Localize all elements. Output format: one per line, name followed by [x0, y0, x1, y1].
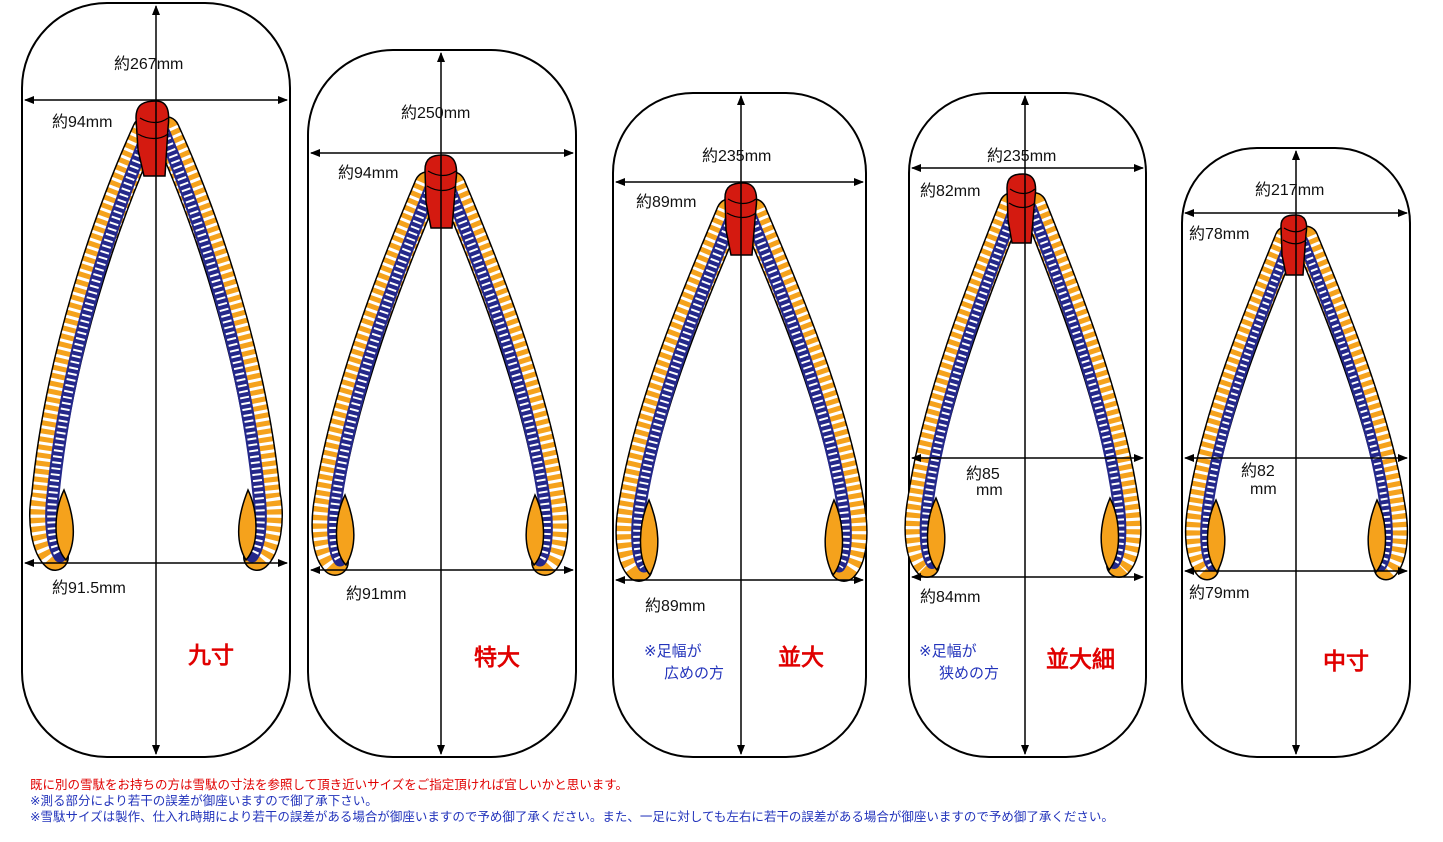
bottom-width-label: 約91.5mm — [52, 579, 126, 597]
hanao-strap — [29, 116, 283, 571]
note-third: ※雪駄サイズは製作、仕入れ時期により若干の誤差がある場合が御座いますので予め御了… — [30, 809, 1114, 824]
size-name: 中寸 — [1323, 649, 1369, 675]
length-label: 約217mm — [1255, 181, 1324, 199]
bottom-width-label: 約84mm — [920, 588, 980, 606]
narrow-foot-note-line1: ※足幅が — [919, 642, 977, 660]
top-width-label: 約78mm — [1189, 225, 1249, 243]
bottom-width-label: 約89mm — [645, 597, 705, 615]
sandal-namidai-hoso: 約235mm 約82mm 約85 mm 約84mm ※足幅が 狭めの方 並大細 — [904, 92, 1147, 758]
hanao-knot — [135, 100, 170, 177]
notes-block: 既に別の雪駄をお持ちの方は雪駄の寸法を参照して頂き近いサイズをご指定頂ければ宜し… — [30, 777, 1430, 825]
sandal-namidai: 約235mm 約89mm 約89mm ※足幅が 広めの方 並大 — [612, 92, 868, 758]
wide-foot-note-line2: 広めの方 — [664, 664, 724, 682]
top-width-label: 約94mm — [52, 113, 112, 131]
narrow-foot-note-line2: 狭めの方 — [939, 664, 999, 682]
hanao-knot — [1280, 214, 1308, 276]
note-first: 既に別の雪駄をお持ちの方は雪駄の寸法を参照して頂き近いサイズをご指定頂ければ宜し… — [30, 777, 629, 792]
bottom-width-label: 約91mm — [346, 585, 406, 603]
size-name: 特大 — [474, 645, 520, 671]
middle-width-label-line2: mm — [1250, 481, 1277, 498]
hanao-strap — [615, 198, 868, 582]
length-label: 約235mm — [987, 147, 1056, 165]
hanao-strap — [311, 171, 569, 576]
length-label: 約250mm — [401, 104, 470, 122]
length-label: 約235mm — [702, 147, 771, 165]
middle-width-label-line2: mm — [976, 482, 1003, 499]
length-label: 約267mm — [114, 55, 183, 73]
sandal-chusun: 約217mm 約78mm 約82 mm 約79mm 中寸 — [1181, 147, 1411, 758]
sandal-kyusun: 約267mm 約94mm 約91.5mm 九寸 — [21, 2, 291, 758]
hanao-strap — [904, 192, 1142, 578]
size-name: 並大 — [778, 644, 824, 671]
middle-width-label-line1: 約85 — [966, 465, 1000, 483]
top-width-label: 約89mm — [636, 193, 696, 211]
top-width-label: 約82mm — [920, 182, 980, 200]
sandal-tokudai: 約250mm 約94mm 約91mm 特大 — [307, 49, 577, 758]
hanao-knot — [1006, 173, 1037, 244]
size-name: 並大細 — [1046, 646, 1115, 673]
size-name: 九寸 — [187, 643, 234, 669]
note-second: ※測る部分により若干の誤差が御座いますので御了承下さい。 — [30, 793, 378, 808]
middle-width-label-line1: 約82 — [1241, 462, 1275, 480]
wide-foot-note-line1: ※足幅が — [644, 642, 702, 660]
bottom-width-label: 約79mm — [1189, 584, 1249, 602]
top-width-label: 約94mm — [338, 164, 398, 182]
